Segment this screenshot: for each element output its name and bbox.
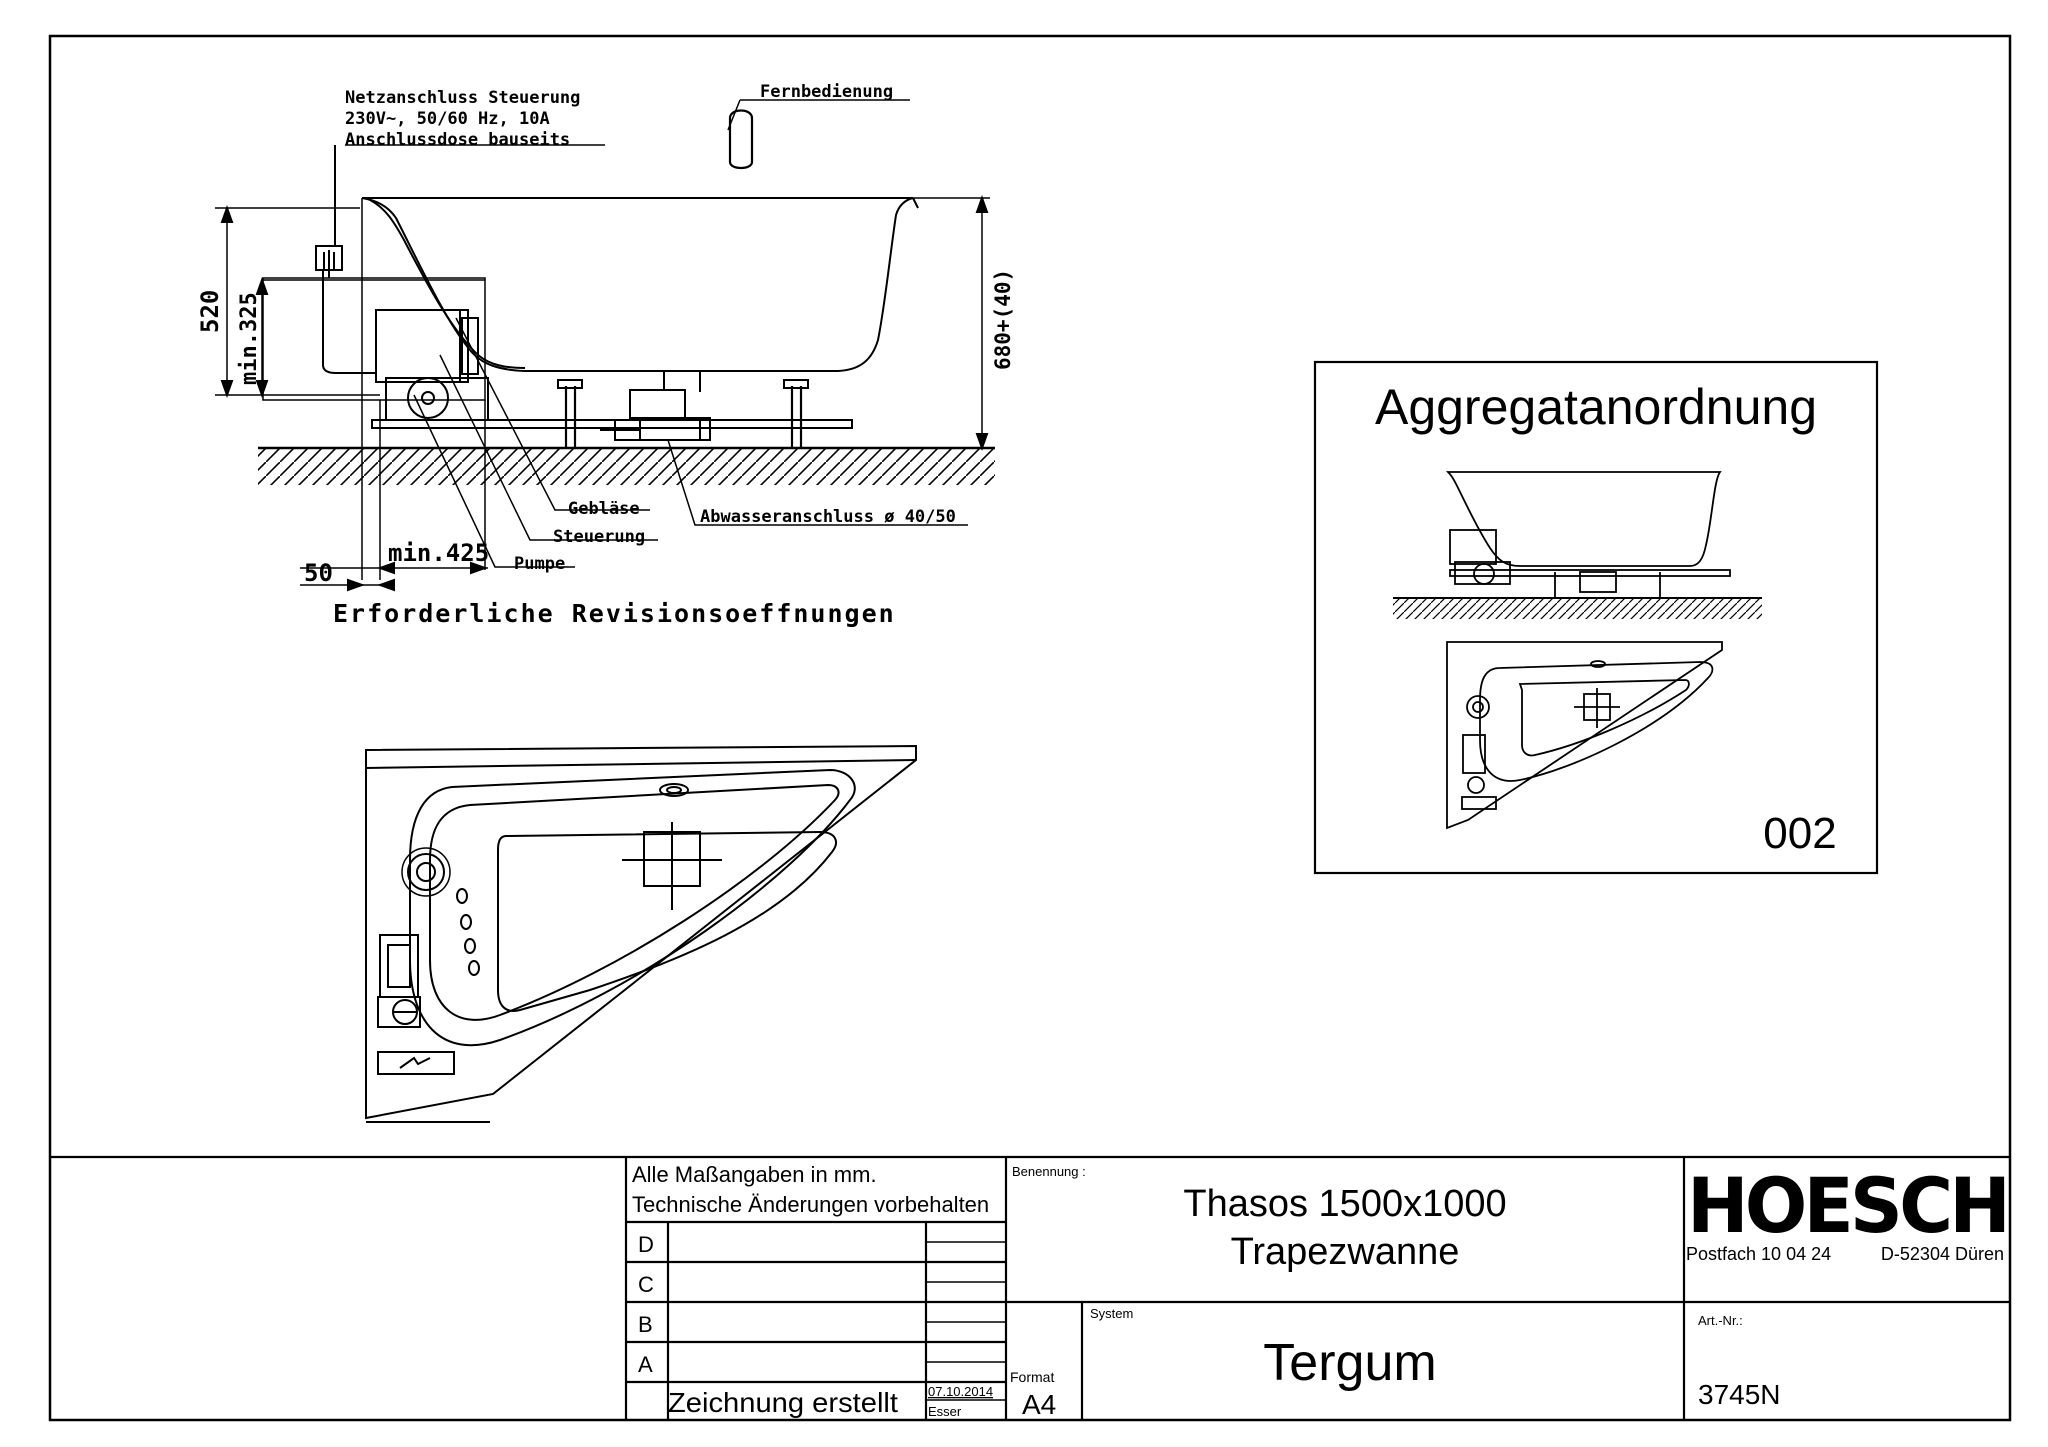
format-label: Format (1010, 1369, 1054, 1385)
note-aenderungen: Technische Änderungen vorbehalten (632, 1192, 989, 1217)
benennung-label: Benennung : (1012, 1164, 1086, 1179)
label-anschlussdose: Anschlussdose bauseits (345, 130, 570, 150)
brand-logo: HOESCH (1687, 1161, 2007, 1250)
revision-c: C (638, 1272, 654, 1297)
label-pumpe: Pumpe (514, 554, 565, 574)
artnr-label: Art.-Nr.: (1698, 1313, 1743, 1328)
address-city: D-52304 Düren (1881, 1244, 2004, 1264)
inset-frame (1313, 360, 1879, 875)
drain-trap (629, 389, 686, 419)
inset-title: Aggregatanordnung (1375, 379, 1817, 435)
revision-b: B (638, 1312, 653, 1337)
artnr-value: 3745N (1698, 1379, 1781, 1410)
plan-view (365, 744, 917, 1123)
label-spannung: 230V~, 50/60 Hz, 10A (345, 109, 550, 129)
label-steuerung: Steuerung (553, 527, 645, 547)
tub-plan-outline (365, 744, 917, 1120)
revision-a: A (638, 1352, 653, 1377)
base-rail (371, 419, 853, 429)
inset-side-view (1393, 471, 1762, 599)
format-value: A4 (1022, 1389, 1056, 1420)
label-fernbedienung: Fernbedienung (760, 82, 893, 102)
title-block (50, 1155, 2010, 1420)
zeichnung-erstellt: Zeichnung erstellt (668, 1387, 898, 1418)
note-masse: Alle Maßangaben in mm. (632, 1162, 877, 1187)
dim-min-325: min.325 (237, 292, 262, 385)
side-view (215, 99, 995, 592)
label-revisionsoeffnungen: Erforderliche Revisionsoeffnungen (333, 599, 896, 628)
pump-circle (407, 377, 449, 419)
address-postfach: Postfach 10 04 24 (1686, 1244, 1831, 1264)
sheet-frame (48, 34, 2012, 1422)
inset-plan-view (1446, 641, 1723, 830)
drawing-date: 07.10.2014 (928, 1384, 993, 1399)
dim-680: 680+(40) (991, 269, 1015, 370)
tub-side-outline (361, 197, 914, 372)
blower-box (375, 309, 469, 383)
product-name: Thasos 1500x1000 (1183, 1183, 1506, 1225)
dim-520: 520 (196, 290, 224, 333)
label-netzanschluss: Netzanschluss Steuerung (345, 88, 580, 108)
system-value: Tergum (1263, 1334, 1436, 1392)
dim-50: 50 (304, 559, 333, 587)
dim-min-425: min.425 (388, 539, 489, 567)
product-type: Trapezwanne (1231, 1231, 1460, 1273)
revision-d: D (638, 1232, 654, 1257)
drawing-author: Esser (928, 1404, 962, 1419)
label-abwasser: Abwasseranschluss ø 40/50 (700, 507, 956, 527)
inset-code: 002 (1763, 809, 1836, 858)
label-geblaese: Gebläse (568, 499, 640, 519)
remote-control-icon (728, 109, 754, 170)
system-label: System (1090, 1306, 1133, 1321)
